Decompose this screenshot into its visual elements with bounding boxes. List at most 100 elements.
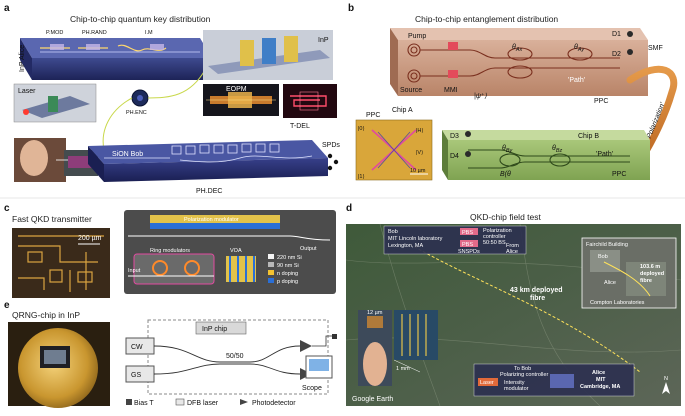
- smf-label: SMF: [648, 45, 663, 52]
- inp-chip-label: InP chip: [202, 326, 227, 333]
- bob-small: Bob: [598, 254, 608, 260]
- campus-inset: Fairchild Building Bob Alice 103.6 m dep…: [581, 237, 677, 309]
- d4-label: D4: [450, 153, 459, 160]
- legend-n-doping: n doping: [277, 271, 298, 277]
- ppc-scale: 10 µm: [410, 168, 426, 174]
- ket1-label: |1⟩: [358, 173, 365, 180]
- panel-d-title: QKD-chip field test: [470, 212, 541, 222]
- theta-by-symbol: θ: [502, 145, 506, 152]
- pmod-label: P.MOD: [46, 30, 63, 36]
- theta-ax-symbol: θ: [512, 44, 516, 51]
- phrand-label: PH.RAND: [82, 30, 107, 36]
- deployed-3: fibre: [640, 278, 652, 284]
- pbs1-label: PBS: [462, 230, 473, 236]
- transmitter-photo: 200 µm: [12, 228, 110, 298]
- cw-label: CW: [131, 344, 143, 351]
- alice-small: Alice: [604, 280, 616, 286]
- qrng-legend: Bias T DFB laser Photodetector: [126, 398, 296, 407]
- finger-inset: 12 µm 1 mm: [358, 310, 438, 386]
- alice-mit: MIT: [596, 377, 606, 383]
- d1-label: D1: [612, 31, 621, 38]
- fibre-label-1: 43 km deployed: [510, 287, 563, 294]
- mm-scale: 1 mm: [396, 366, 410, 372]
- panel-b: b Chip-to-chip entanglement distribution…: [348, 3, 678, 181]
- theta-ax-sub: Ax: [515, 47, 523, 53]
- ppc-inset: PPC |0⟩ |1⟩ |H⟩ |V⟩ 10 µm: [355, 112, 433, 181]
- panel-c-title: Fast QKD transmitter: [12, 214, 92, 224]
- fibre-route: [409, 243, 641, 373]
- ph-enc-coil: PH.ENC: [102, 69, 206, 151]
- chip-a-label: Chip A: [392, 107, 413, 114]
- voa-label: VOA: [230, 248, 242, 254]
- phenc-label: PH.ENC: [126, 110, 147, 116]
- alice-place: Cambridge, MA: [580, 384, 620, 390]
- ppc-top-label: PPC: [594, 98, 608, 105]
- dfb-laser-icon: [175, 398, 185, 406]
- d3-label: D3: [450, 133, 459, 140]
- transmitter-schematic: Polarization modulator Output Ring modul…: [124, 210, 336, 294]
- legend-dfb: DFB laser: [187, 400, 219, 407]
- ppc-inset-title: PPC: [366, 112, 380, 119]
- tdel-label: T-DEL: [290, 123, 310, 130]
- legend-photodetector: Photodetector: [252, 400, 296, 407]
- sion-bob-label: SiON Bob: [112, 151, 143, 158]
- ppc-bot-label: PPC: [612, 171, 626, 178]
- path-bot-label: 'Path': [596, 151, 613, 158]
- pol-ctrl-1: Polarization: [483, 228, 512, 234]
- legend-p-doping: p doping: [277, 279, 298, 285]
- panel-c: c Fast QKD transmitter 200 µm Polarizati…: [4, 203, 336, 298]
- alice-chip: InP Alice P.MOD PH.RAND I.M: [19, 30, 212, 80]
- ketV-label: |V⟩: [416, 149, 423, 156]
- scope-label: Scope: [302, 385, 322, 392]
- photodetector-icon: [240, 399, 248, 405]
- chip-a: Pump Source Chip A MMI |ψ⁺⟩ θAx θAy 'Pat…: [390, 28, 648, 114]
- from-alice-1: From: [506, 243, 519, 249]
- pol-ctrl-3: 50:50 BS: [483, 240, 506, 246]
- pbs2-label: PBS: [462, 242, 473, 248]
- ket0-label: |0⟩: [358, 125, 365, 132]
- bob-place: Lexington, MA: [388, 243, 423, 249]
- theta-bz: θBz: [552, 145, 562, 154]
- output-label: Output: [300, 246, 317, 252]
- google-earth-label: Google Earth: [352, 396, 393, 403]
- source-label: Source: [400, 87, 422, 94]
- bias-t-icon: [126, 399, 132, 405]
- pump-label: Pump: [408, 33, 426, 40]
- phdec-label: PH.DEC: [196, 188, 222, 195]
- panel-e-letter: e: [4, 300, 10, 311]
- legend-swatch-p: [268, 278, 274, 283]
- panel-a-letter: a: [4, 3, 10, 14]
- ring-mod-label: Ring modulators: [150, 248, 190, 254]
- theta-ay-symbol: θ: [574, 44, 578, 51]
- panel-c-letter: c: [4, 203, 10, 214]
- ketH-label: |H⟩: [416, 127, 424, 134]
- d2-label: D2: [612, 51, 621, 58]
- panel-b-letter: b: [348, 3, 354, 14]
- from-alice-2: Alice: [506, 249, 518, 255]
- bob-inset: Bob MIT Lincoln laboratory Lexington, MA…: [383, 225, 527, 255]
- pol-ctrl-2: controller: [483, 234, 506, 240]
- intensity-1: Intensity: [504, 380, 525, 386]
- legend-bias-t: Bias T: [134, 400, 154, 407]
- theta-bz-symbol: θ: [552, 145, 556, 152]
- panel-a-title: Chip-to-chip quantum key distribution: [70, 14, 211, 24]
- chip-b: Chip B D3 D4 θBy θBz 'Path' B(θ PPC: [442, 130, 650, 180]
- chip-scale: 12 µm: [367, 310, 383, 316]
- theta-ay: θAy: [574, 44, 585, 53]
- fairchild-label: Fairchild Building: [586, 242, 628, 248]
- theta-by-sub: By: [506, 148, 514, 154]
- fibre-label-2: fibre: [530, 295, 545, 302]
- bob-lab: MIT Lincoln laboratory: [388, 236, 443, 242]
- inp-label: InP: [318, 37, 329, 44]
- legend-swatch-90nm: [268, 262, 274, 267]
- to-bob-1: To Bob: [514, 366, 531, 372]
- eopm-inset: EOPM: [203, 84, 279, 116]
- compton-label: Compton Laboratories: [590, 300, 645, 306]
- theta-bz-sub: Bz: [556, 148, 563, 154]
- laser-inset: Laser: [13, 83, 97, 123]
- tdel-inset: T-DEL: [283, 84, 337, 130]
- alice-name: Alice: [592, 370, 605, 376]
- bell-label: B(θ: [500, 171, 511, 178]
- snspds-label: SNSPDs: [458, 249, 480, 255]
